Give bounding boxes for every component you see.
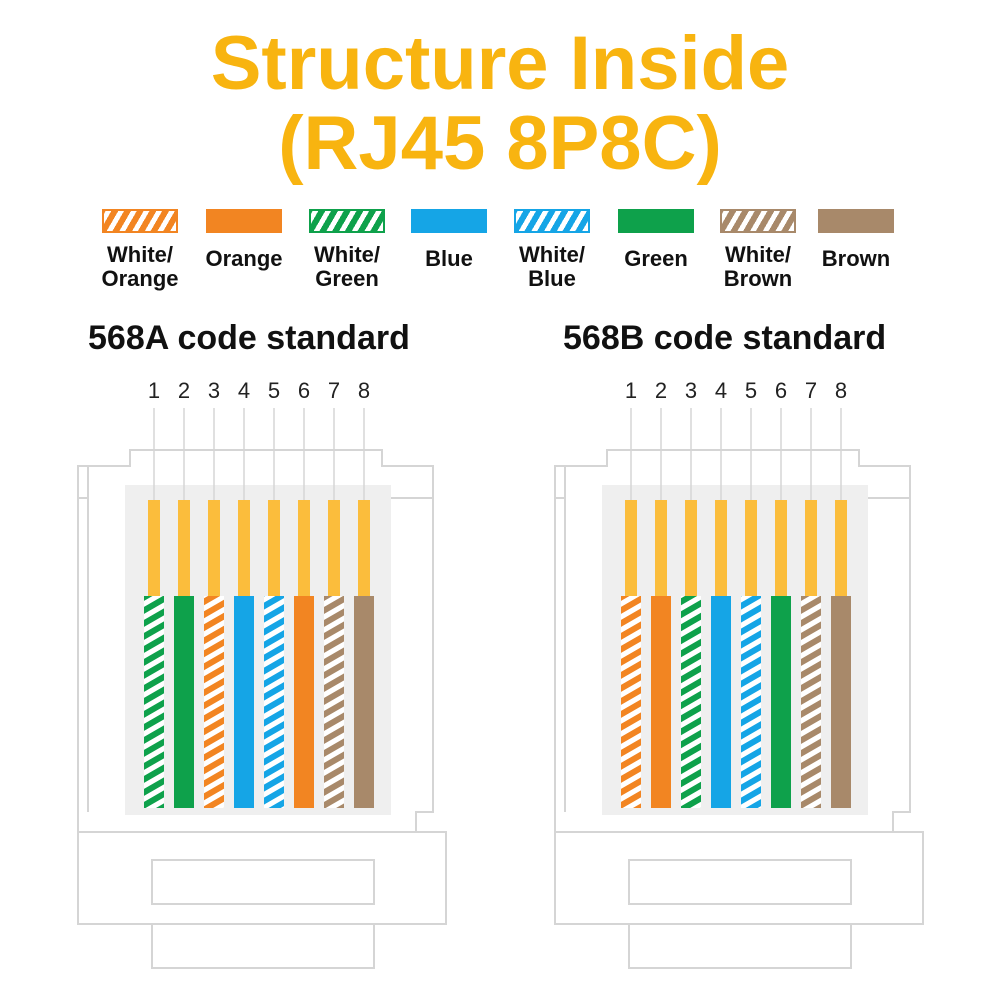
- pin-number-1: 1: [625, 378, 637, 403]
- housing-body: [554, 449, 911, 833]
- gold-contact-4: [238, 500, 250, 596]
- wire-5: [264, 596, 284, 808]
- wire-panel: [125, 485, 391, 815]
- wire-2: [651, 596, 671, 808]
- gold-contact-8: [835, 500, 847, 596]
- latch-tab: [628, 923, 852, 969]
- legend-swatch-orange: [206, 209, 282, 233]
- wire-4: [711, 596, 731, 808]
- pin-number-5: 5: [268, 378, 280, 403]
- gold-contact-6: [298, 500, 310, 596]
- standard-title-568a: 568A code standard: [88, 319, 410, 357]
- gold-contact-3: [208, 500, 220, 596]
- gold-contact-1: [625, 500, 637, 596]
- legend-label: White/ Green: [314, 242, 380, 291]
- legend-item-white-green: White/ Green: [297, 209, 401, 299]
- latch-outer: [554, 831, 924, 925]
- gold-contact-2: [178, 500, 190, 596]
- pin-number-2: 2: [178, 378, 190, 403]
- pin-number-4: 4: [238, 378, 250, 403]
- legend-label: Green: [624, 246, 688, 271]
- pin-number-2: 2: [655, 378, 667, 403]
- legend-label: Orange: [205, 246, 283, 271]
- legend-item-green: Green: [606, 209, 710, 299]
- wire-8: [354, 596, 374, 808]
- gold-contact-2: [655, 500, 667, 596]
- legend-swatch-blue: [411, 209, 487, 233]
- pin-number-3: 3: [685, 378, 697, 403]
- legend-swatch-white-brown: [720, 209, 796, 233]
- wire-6: [771, 596, 791, 808]
- wire-3: [204, 596, 224, 808]
- legend-swatch-white-blue: [514, 209, 590, 233]
- title-line-1: Structure Inside: [210, 21, 790, 106]
- title-line-2: (RJ45 8P8C): [278, 101, 722, 186]
- legend-label: Brown: [821, 246, 891, 271]
- gold-contact-4: [715, 500, 727, 596]
- legend-swatch-green: [618, 209, 694, 233]
- pin-number-7: 7: [805, 378, 817, 403]
- legend-item-white-brown: White/ Brown: [708, 209, 812, 299]
- gold-contact-8: [358, 500, 370, 596]
- latch-window: [151, 859, 375, 905]
- pin-number-7: 7: [328, 378, 340, 403]
- pin-number-1: 1: [148, 378, 160, 403]
- wire-3: [681, 596, 701, 808]
- latch-window: [628, 859, 852, 905]
- legend-item-white-blue: White/ Blue: [502, 209, 606, 299]
- legend-item-brown: Brown: [806, 209, 910, 299]
- housing-body: [77, 449, 434, 833]
- legend-label: White/ Orange: [101, 242, 179, 291]
- wire-2: [174, 596, 194, 808]
- legend-item-blue: Blue: [399, 209, 503, 299]
- legend-label: Blue: [425, 246, 473, 271]
- latch-outer: [77, 831, 447, 925]
- pin-number-4: 4: [715, 378, 727, 403]
- wire-1: [621, 596, 641, 808]
- wire-5: [741, 596, 761, 808]
- wire-8: [831, 596, 851, 808]
- legend-swatch-brown: [818, 209, 894, 233]
- gold-contact-6: [775, 500, 787, 596]
- wire-1: [144, 596, 164, 808]
- wire-7: [801, 596, 821, 808]
- gold-contact-3: [685, 500, 697, 596]
- gold-contact-1: [148, 500, 160, 596]
- gold-contact-7: [805, 500, 817, 596]
- latch-tab: [151, 923, 375, 969]
- legend-item-orange: Orange: [194, 209, 298, 299]
- wire-6: [294, 596, 314, 808]
- pin-number-3: 3: [208, 378, 220, 403]
- pin-number-8: 8: [358, 378, 370, 403]
- legend-swatch-white-green: [309, 209, 385, 233]
- gold-contact-5: [268, 500, 280, 596]
- legend-item-white-orange: White/ Orange: [90, 209, 194, 299]
- pin-number-6: 6: [298, 378, 310, 403]
- pin-number-6: 6: [775, 378, 787, 403]
- wire-4: [234, 596, 254, 808]
- gold-contact-7: [328, 500, 340, 596]
- wire-panel: [602, 485, 868, 815]
- gold-contact-5: [745, 500, 757, 596]
- legend-label: White/ Brown: [723, 242, 793, 291]
- pin-number-8: 8: [835, 378, 847, 403]
- pin-number-5: 5: [745, 378, 757, 403]
- wire-7: [324, 596, 344, 808]
- connector-housing: [554, 449, 924, 969]
- standard-title-568b: 568B code standard: [563, 319, 887, 357]
- legend-swatch-white-orange: [102, 209, 178, 233]
- legend-label: White/ Blue: [519, 242, 585, 291]
- connector-housing: [77, 449, 447, 969]
